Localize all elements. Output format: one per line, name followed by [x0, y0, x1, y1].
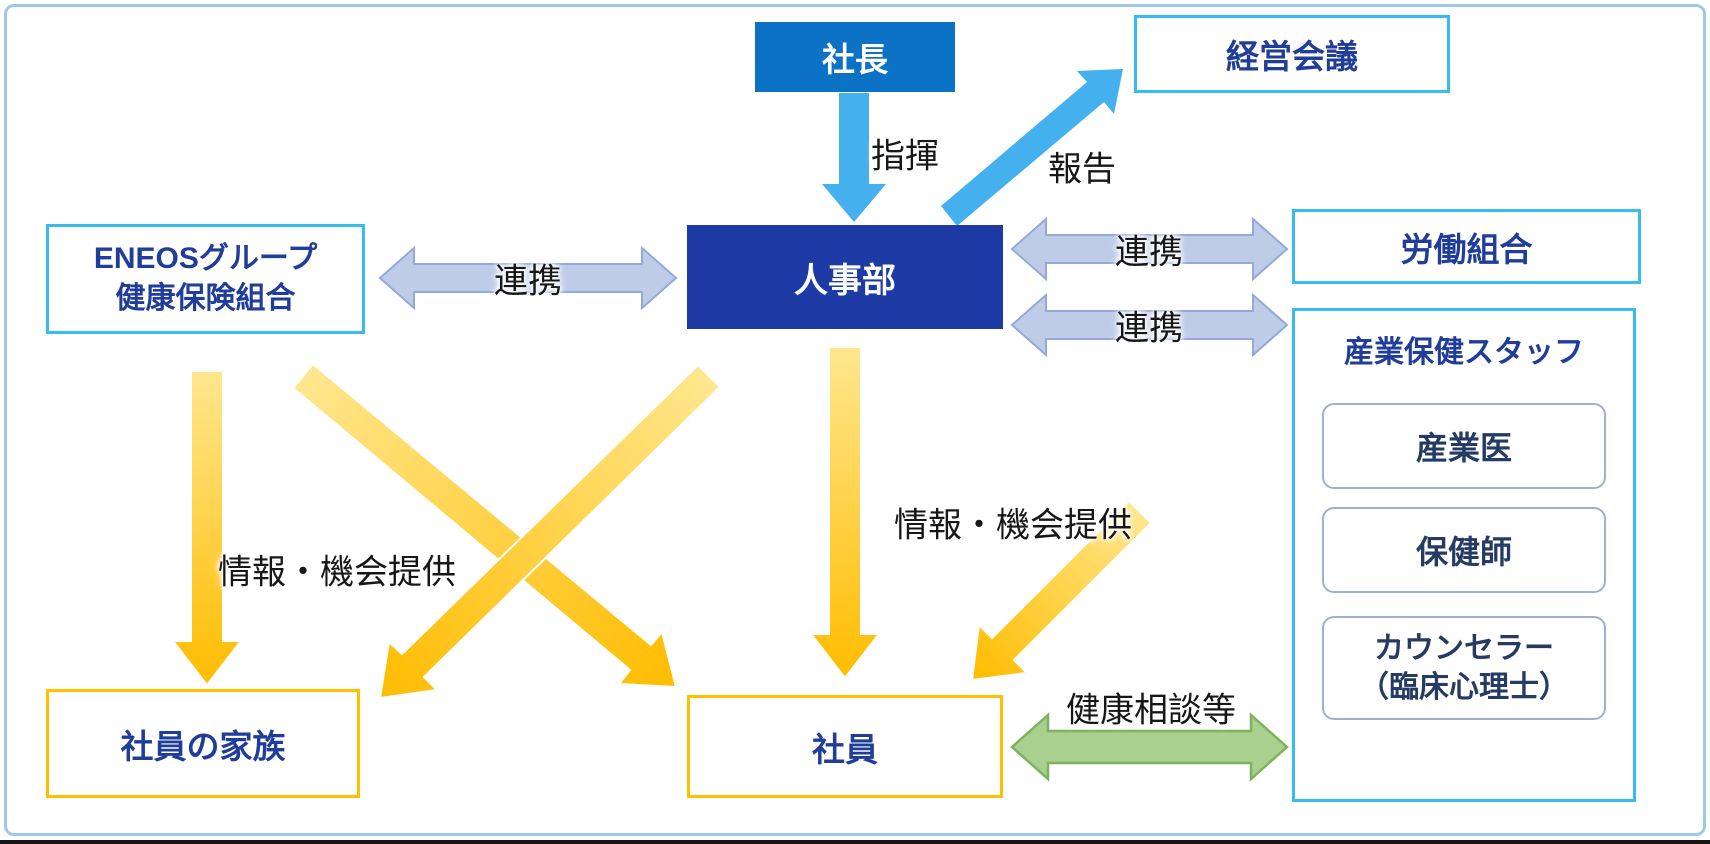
employee-family-box: 社員の家族 — [46, 689, 360, 798]
edge-label-info-right: 情報・機会提供 — [894, 506, 1132, 545]
employee-family-label: 社員の家族 — [120, 727, 286, 765]
eneos-health-insurance-box: ENEOSグループ 健康保険組合 — [46, 224, 365, 334]
employee-label: 社員 — [812, 730, 878, 768]
arrow-consult-employee-staff — [1010, 712, 1289, 782]
president-label: 社長 — [822, 41, 888, 78]
management-meeting-label: 経営会議 — [1226, 38, 1358, 75]
hr-department-label: 人事部 — [794, 261, 896, 300]
edge-label-link-union: 連携 — [1115, 233, 1183, 272]
counselor-label-line2: （臨床心理士） — [1359, 671, 1569, 704]
edge-label-link-eneos: 連携 — [494, 262, 562, 301]
arrow-hr-to-employee — [808, 346, 882, 680]
arrow-hr-to-family — [378, 363, 722, 700]
occupational-physician-label: 産業医 — [1415, 430, 1512, 466]
counselor-label-line1: カウンセラー — [1374, 632, 1554, 665]
occupational-physician-box: 産業医 — [1322, 403, 1606, 489]
arrow-link-hr-staff — [1010, 292, 1289, 358]
eneos-health-insurance-label-line1: ENEOSグループ — [93, 241, 318, 275]
counselor-box: カウンセラー （臨床心理士） — [1322, 616, 1606, 720]
arrow-link-hr-union — [1010, 216, 1289, 282]
public-health-nurse-box: 保健師 — [1322, 507, 1606, 593]
arrow-eneos-to-family — [170, 370, 244, 687]
arrow-command-president-to-hr — [822, 93, 886, 222]
edge-label-health-consult: 健康相談等 — [1066, 691, 1236, 730]
management-meeting-box: 経営会議 — [1134, 15, 1450, 93]
eneos-health-insurance-label-line2: 健康保険組合 — [115, 282, 296, 315]
edge-label-report: 報告 — [1048, 150, 1116, 189]
arrow-staff-to-employee — [970, 499, 1153, 682]
arrow-eneos-to-employee — [291, 362, 678, 689]
hr-department-box: 人事部 — [687, 225, 1003, 329]
public-health-nurse-label: 保健師 — [1415, 534, 1512, 570]
occupational-health-staff-title: 産業保健スタッフ — [1344, 336, 1584, 369]
employee-box: 社員 — [687, 695, 1003, 798]
edge-label-info-left: 情報・機会提供 — [218, 553, 456, 592]
screenshot-bottom-edge — [0, 840, 1710, 844]
labor-union-label: 労働組合 — [1400, 230, 1533, 268]
president-box: 社長 — [755, 22, 955, 92]
labor-union-box: 労働組合 — [1292, 209, 1641, 284]
arrow-link-eneos-hr — [378, 245, 678, 311]
edge-label-link-staff: 連携 — [1115, 309, 1183, 348]
arrow-report-hr-to-meeting — [941, 69, 1123, 226]
edge-label-command: 指揮 — [871, 137, 939, 176]
